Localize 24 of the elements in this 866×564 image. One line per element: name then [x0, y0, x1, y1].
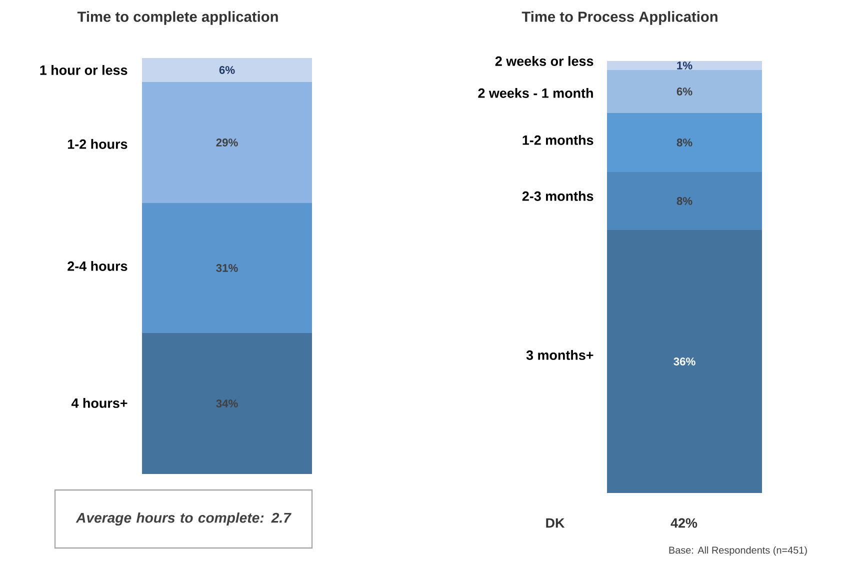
category-label: 2-4 hours [68, 261, 128, 271]
chart-title: Time to Process Application [522, 11, 718, 25]
bar-segment: 6% [142, 58, 312, 82]
category-label: 2-3 months [522, 191, 594, 201]
category-label: 2 weeks - 1 month [478, 88, 593, 98]
bar-segment: 6% [607, 70, 762, 113]
category-label: 42% [670, 518, 698, 528]
bar-segment: 34% [142, 333, 312, 474]
category-label: 4 hours+ [71, 398, 128, 408]
chart-title: Time to complete application [77, 11, 278, 25]
bar-segment: 36% [607, 230, 762, 493]
bar-segment: 31% [142, 203, 312, 333]
callout-box: Average hours to complete: 2.7 [54, 489, 313, 549]
bar-segment: 8% [607, 113, 762, 172]
category-label: 3 months+ [526, 350, 594, 360]
category-label: 1 hour or less [40, 65, 128, 75]
bar-segment: 1% [607, 61, 762, 70]
category-label: 1-2 hours [68, 139, 128, 149]
category-label: 1-2 months [522, 135, 594, 145]
bar-segment: 29% [142, 82, 312, 203]
category-label: DK [546, 518, 565, 528]
base-note: Base: All Respondents (n=451) [669, 546, 807, 556]
category-label: 2 weeks or less [495, 56, 594, 66]
bar-segment: 8% [607, 172, 762, 230]
